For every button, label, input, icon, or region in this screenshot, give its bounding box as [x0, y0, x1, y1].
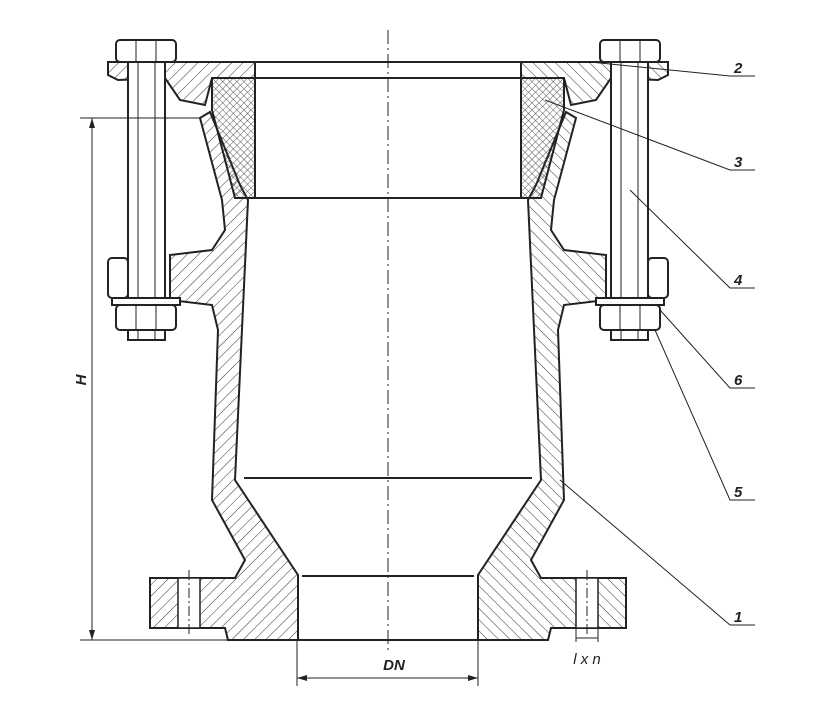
leader-lines — [544, 61, 755, 626]
part-5-label: 5 — [734, 484, 743, 501]
part-3-label: 3 — [734, 154, 743, 171]
holes-label: l x n — [573, 651, 601, 668]
part-2-label: 2 — [733, 60, 743, 77]
dn-label: DN — [383, 657, 406, 674]
dimension-dn: DN — [296, 640, 479, 686]
right-half — [477, 39, 669, 641]
part-1-label: 1 — [734, 609, 742, 626]
dimension-holes: l x n — [573, 628, 601, 668]
part-4-label: 4 — [733, 272, 743, 289]
height-label: H — [73, 373, 90, 385]
dimension-h: H — [73, 117, 228, 641]
left-half — [107, 39, 299, 641]
part-6-label: 6 — [734, 372, 743, 389]
